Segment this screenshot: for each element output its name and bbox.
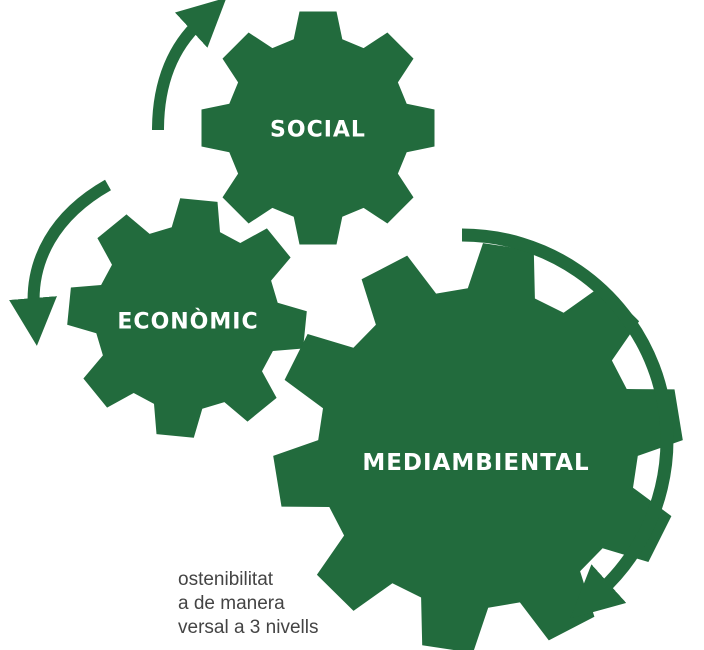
curved-arrow-economic xyxy=(9,179,111,346)
caption-line-1: ostenibilitat xyxy=(178,569,274,590)
caption-text: ostenibilitat a de manera versal a 3 niv… xyxy=(178,568,378,650)
curved-arrow-environmental xyxy=(461,228,674,619)
caption-line-2: a de manera xyxy=(178,593,285,614)
environmental-gear xyxy=(273,243,683,650)
economic-gear xyxy=(67,198,307,438)
economic-label: ECONÒMIC xyxy=(117,309,259,335)
caption-line-3: versal a 3 nivells xyxy=(178,617,319,638)
social-gear xyxy=(201,11,435,245)
environmental-label: MEDIAMBIENTAL xyxy=(362,450,590,476)
curved-arrow-social xyxy=(152,0,227,131)
social-label: SOCIAL xyxy=(270,117,366,143)
